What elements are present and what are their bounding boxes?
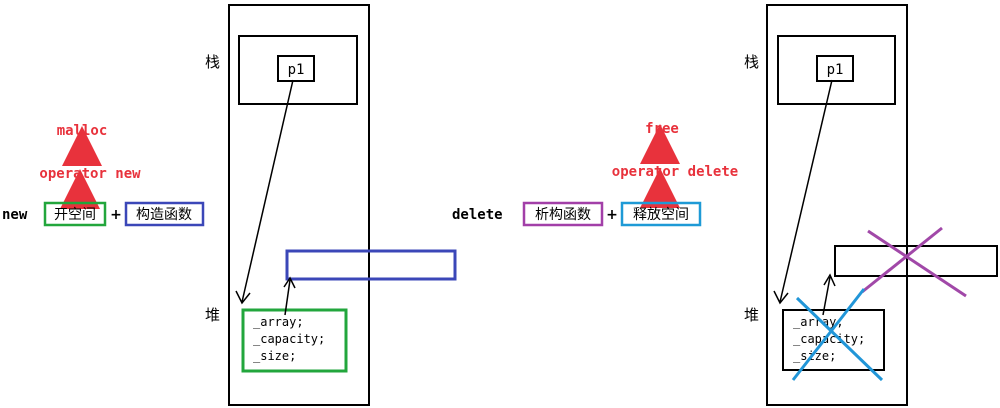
constructor-label: 构造函数 (136, 207, 192, 223)
right-pointer-label: p1 (827, 62, 844, 78)
left-plus-sign: + (110, 207, 122, 223)
alloc-space-box (43, 201, 107, 227)
malloc-label: malloc (57, 123, 108, 139)
cyan-cross-mark (791, 288, 884, 382)
right-field-array: _array; (793, 315, 844, 329)
left-resource-arrowhead (283, 276, 296, 289)
left-field-array: _array; (253, 315, 304, 329)
right-heap-label: 堆 (744, 306, 759, 324)
release-space-box (620, 201, 702, 227)
destructor-label: 析构函数 (535, 207, 591, 223)
left-heap-object-box (241, 308, 348, 373)
right-resource-box (834, 245, 998, 277)
destructor-box (522, 201, 604, 227)
alloc-space-label: 开空间 (54, 207, 96, 223)
right-heap-object-box (782, 309, 885, 371)
cyan-cross-line-1 (795, 296, 884, 382)
operator-delete-label: operator delete (612, 164, 738, 180)
left-stack-frame (238, 35, 358, 105)
left-memory-column (228, 4, 370, 406)
right-field-size: _size; (793, 349, 836, 363)
purple-cross-mark (861, 226, 967, 298)
right-stack-frame (777, 35, 896, 105)
right-resource-arrowhead (823, 273, 836, 287)
left-field-capacity: _capacity; (253, 332, 325, 346)
left-field-size: _size; (253, 349, 296, 363)
right-pointer-arrowhead (773, 290, 789, 305)
new-keyword: new (2, 207, 28, 223)
cyan-cross-line-2 (791, 288, 866, 381)
left-pointer-label: p1 (288, 62, 305, 78)
right-resource-arrow (822, 276, 831, 316)
right-field-capacity: _capacity; (793, 332, 865, 346)
purple-cross-line-1 (867, 229, 967, 298)
constructor-box (124, 201, 205, 227)
right-pointer-arrow (779, 79, 833, 303)
right-panel: 栈 堆 p1 _array; _capacity; _size; free (452, 4, 998, 406)
right-plus-sign: + (606, 207, 618, 223)
left-pointer-arrow (241, 79, 294, 303)
operator-new-label: operator new (39, 166, 141, 182)
release-space-label: 释放空间 (633, 207, 689, 223)
purple-cross-line-2 (861, 226, 943, 294)
right-memory-column (766, 4, 908, 406)
right-pointer-box (816, 55, 854, 82)
left-pointer-box (277, 55, 315, 82)
left-resource-arrow (284, 279, 291, 316)
left-panel: 栈 堆 p1 _array; _capacity; _size; malloc … (2, 4, 457, 406)
left-heap-label: 堆 (205, 306, 220, 324)
delete-keyword: delete (452, 207, 503, 223)
right-stack-label: 栈 (744, 53, 759, 71)
left-stack-label: 栈 (205, 53, 220, 71)
left-pointer-arrowhead (235, 290, 251, 305)
left-resource-box (285, 249, 457, 281)
free-label: free (645, 121, 679, 137)
